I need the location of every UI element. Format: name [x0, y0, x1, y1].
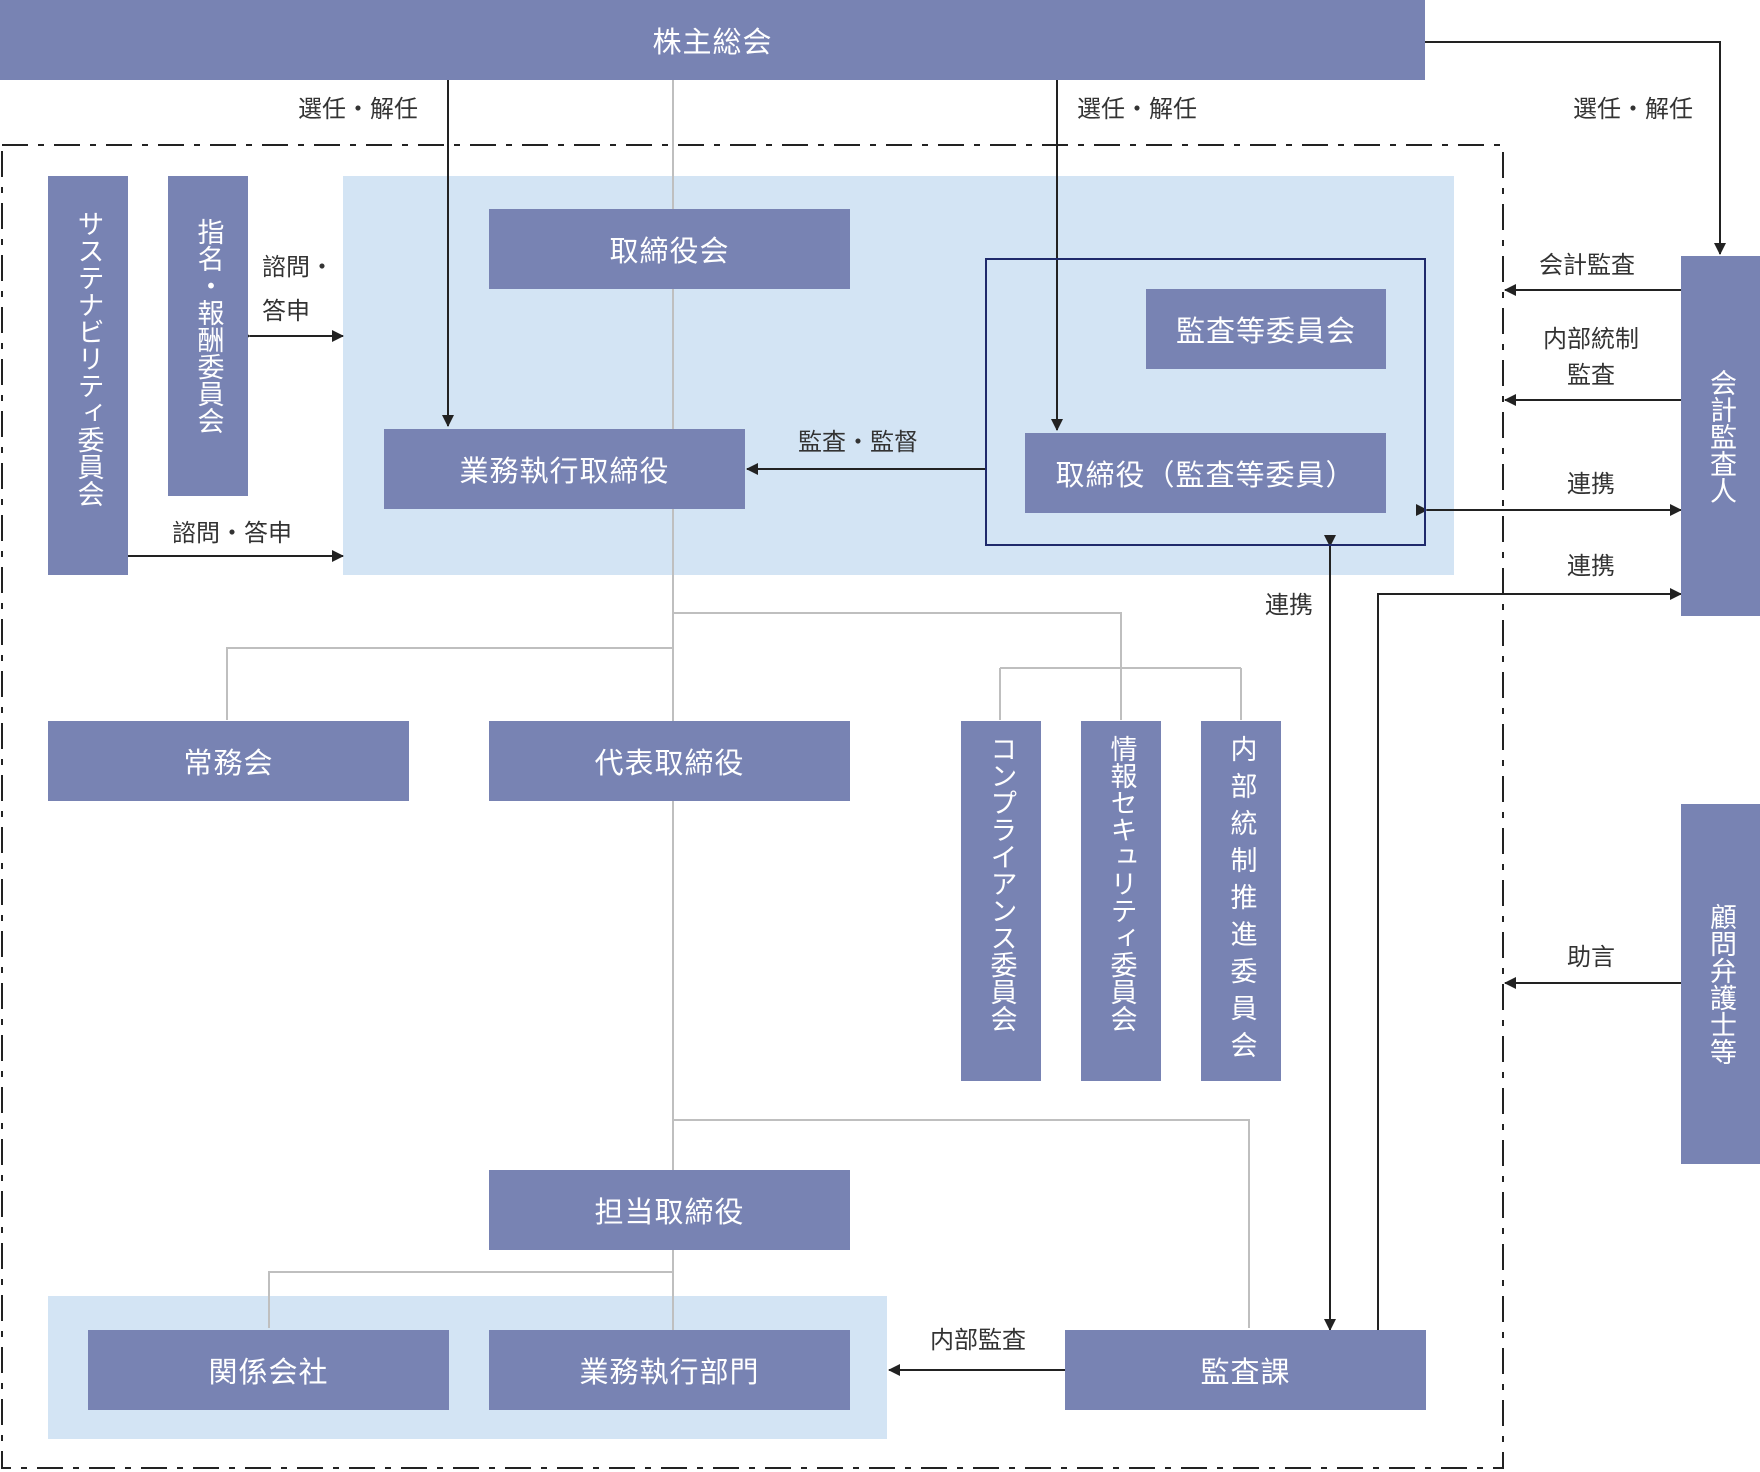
compliance-committee-box: コンプライアンス委員会 [961, 721, 1041, 1081]
accounting-audit-label: 会計監査 [1539, 251, 1635, 279]
internal-audit-label: 内部監査 [930, 1326, 1026, 1354]
shareholders-meeting-box: 株主総会 [0, 0, 1425, 80]
nomination-compensation-committee-box: 指名・報酬委員会 [168, 176, 248, 496]
company-boundary [1, 144, 1504, 1469]
cooperation-label-auditor-committee: 連携 [1567, 470, 1615, 498]
cooperation-label-committee-section: 連携 [1265, 591, 1313, 619]
consult-report-label-nomination-2: 答申 [262, 297, 310, 325]
consult-report-label-sustainability: 諮問・答申 [172, 519, 292, 547]
audit-committee-frame [985, 258, 1426, 546]
board-of-directors-box: 取締役会 [489, 209, 850, 289]
org-tree-lines [226, 80, 1250, 1330]
consult-report-label-nomination-1: 諮問・ [262, 253, 334, 281]
elect-dismiss-label-left: 選任・解任 [298, 95, 418, 123]
elect-dismiss-label-right: 選任・解任 [1573, 95, 1693, 123]
accounting-auditor-box: 会計監査人 [1681, 256, 1760, 616]
internal-control-audit-label-1: 内部統制 [1543, 325, 1639, 353]
representative-director-box: 代表取締役 [489, 721, 850, 801]
director-in-charge-box: 担当取締役 [489, 1170, 850, 1250]
audit-committee-box: 監査等委員会 [1146, 289, 1386, 369]
cooperation-arrow-section-auditor [1372, 588, 1682, 1341]
sustainability-committee-box: サステナビリティ委員会 [48, 176, 128, 575]
cooperation-label-auditor-section: 連携 [1567, 552, 1615, 580]
internal-control-committee-box: 内部統制推進委員会 [1201, 721, 1281, 1081]
executive-directors-box: 業務執行取締役 [384, 429, 745, 509]
legal-advisors-box: 顧問弁護士等 [1681, 804, 1760, 1164]
managing-board-box: 常務会 [48, 721, 409, 801]
elect-arrow-auditor [1425, 41, 1726, 255]
audit-supervise-label: 監査・監督 [798, 428, 918, 456]
audit-section-box: 監査課 [1065, 1330, 1426, 1410]
infosec-committee-box: 情報セキュリティ委員会 [1081, 721, 1161, 1081]
elect-dismiss-label-middle: 選任・解任 [1077, 95, 1197, 123]
audit-committee-directors-box: 取締役（監査等委員） [1025, 433, 1386, 513]
business-departments-box: 業務執行部門 [489, 1330, 850, 1410]
advice-label: 助言 [1567, 943, 1615, 971]
internal-control-audit-label-2: 監査 [1567, 361, 1615, 389]
affiliates-box: 関係会社 [88, 1330, 449, 1410]
